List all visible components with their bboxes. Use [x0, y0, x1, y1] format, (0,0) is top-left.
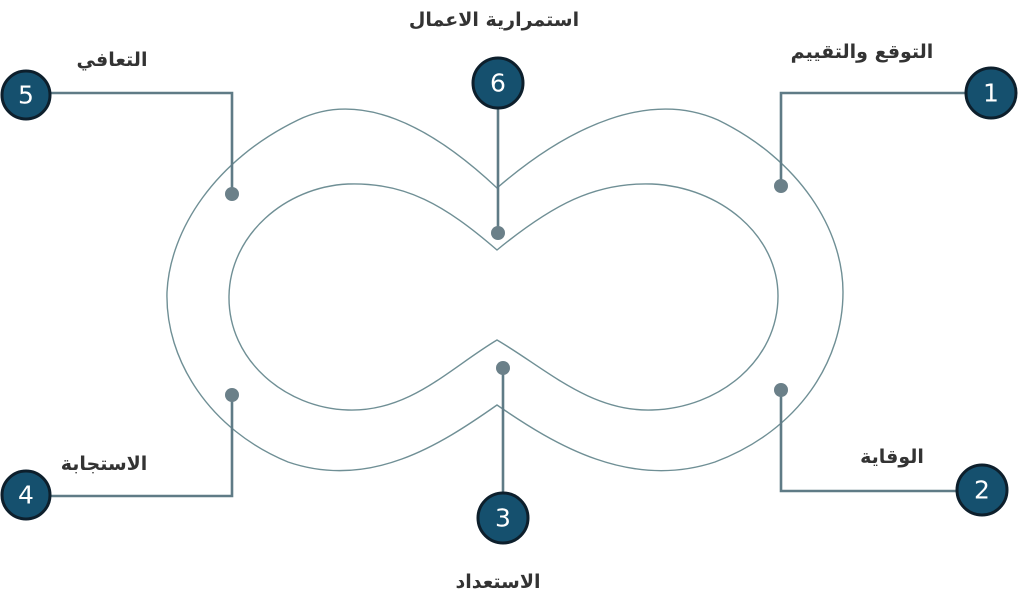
node-step-6: 6	[471, 56, 525, 110]
connector-step-5	[50, 91, 234, 194]
anchor-dot-step-3	[496, 361, 510, 375]
diagram-title: استمرارية الاعمال	[409, 9, 579, 31]
node-step-3: 3	[476, 491, 530, 545]
label-step-1: التوقع والتقييم	[791, 41, 934, 63]
node-step-3-number: 3	[495, 504, 511, 533]
node-step-5: 5	[0, 69, 52, 121]
node-step-1: 1	[964, 66, 1018, 120]
anchor-dot-step-5	[225, 187, 239, 201]
node-step-4: 4	[0, 469, 52, 521]
inner-loop	[228, 183, 779, 411]
label-step-3: الاستعداد	[455, 571, 540, 593]
node-step-1-number: 1	[983, 79, 999, 108]
connector-step-1	[779, 91, 965, 186]
label-step-5: التعافي	[77, 49, 148, 71]
label-step-2: الوقاية	[860, 446, 924, 468]
node-step-2: 2	[955, 463, 1009, 517]
anchor-dot-step-1	[774, 179, 788, 193]
label-step-4: الاستجابة	[61, 453, 148, 475]
node-step-4-number: 4	[18, 481, 34, 510]
anchor-dot-step-6	[491, 226, 505, 240]
node-step-2-number: 2	[974, 476, 990, 505]
node-step-5-number: 5	[18, 81, 34, 110]
outer-loop	[166, 108, 844, 472]
connector-step-4	[48, 395, 234, 498]
anchor-dot-step-4	[225, 388, 239, 402]
connector-step-2	[779, 390, 957, 493]
anchor-dot-step-2	[774, 383, 788, 397]
node-step-6-number: 6	[490, 69, 506, 98]
